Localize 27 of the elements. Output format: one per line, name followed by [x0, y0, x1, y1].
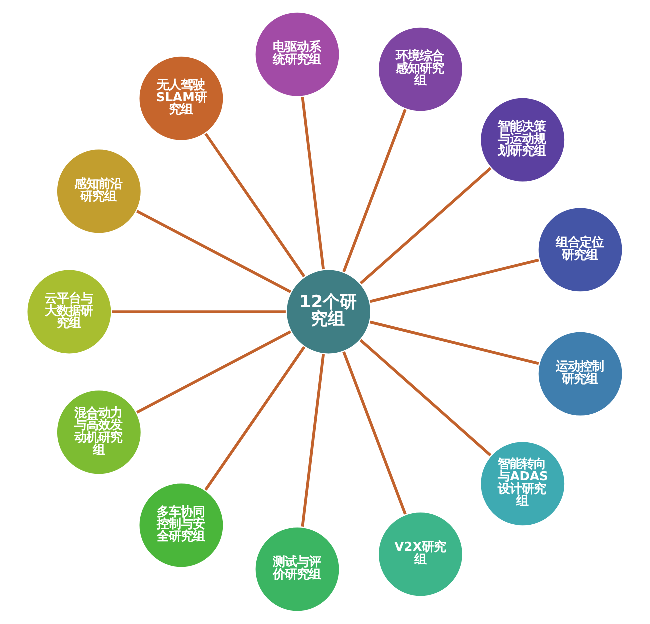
node-circle: 环境综合感知研究组	[377, 26, 464, 114]
connector	[342, 352, 407, 515]
node-circle: 电驱动系统研究组	[254, 10, 342, 98]
connector	[136, 330, 292, 414]
connector	[112, 310, 286, 314]
node-circle: 无人驾驶SLAM研究组	[138, 54, 226, 142]
node-circle: 智能决策与运动规划研究组	[479, 96, 566, 184]
node-circle: 混合动力与高效发动机研究组	[56, 388, 143, 476]
connector	[342, 109, 407, 272]
node-circle: 感知前沿研究组	[56, 148, 143, 236]
connector	[204, 133, 306, 278]
node-circle: 组合定位研究组	[536, 206, 624, 294]
connector	[136, 210, 292, 294]
connector	[370, 320, 540, 366]
node-circle: V2X研究组	[377, 510, 464, 598]
node-circle: 智能转向与ADAS设计研究组	[479, 440, 566, 528]
connector	[301, 354, 326, 528]
node-circle: 云平台与大数据研究组	[26, 268, 114, 356]
node-circle: 12个研究组	[285, 268, 372, 356]
node-circle: 测试与评价研究组	[254, 526, 342, 614]
connector	[301, 96, 326, 270]
connector	[204, 346, 306, 491]
node-circle: 运动控制研究组	[536, 330, 624, 418]
connector	[370, 258, 540, 304]
connector	[360, 167, 492, 285]
connector	[360, 339, 492, 457]
node-circle: 多车协同控制与安全研究组	[138, 482, 226, 570]
